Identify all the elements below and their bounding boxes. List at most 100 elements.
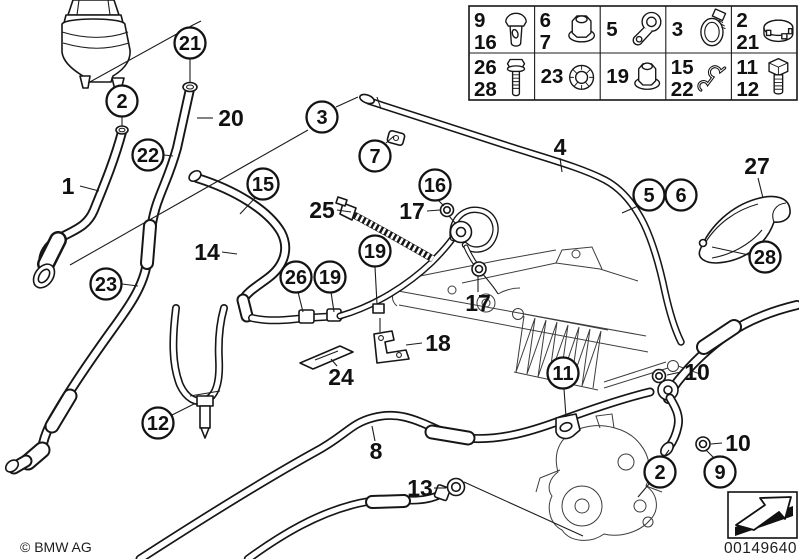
washer-16-17 — [439, 202, 487, 277]
leader-line — [559, 157, 563, 173]
pressure-line-to-banjo — [336, 206, 499, 320]
legend-number: 6 — [540, 9, 551, 32]
leader-line — [637, 483, 650, 498]
callout-3[interactable]: 3 — [305, 100, 339, 134]
direction-arrow-logo — [727, 491, 798, 539]
callout-number: 16 — [424, 175, 446, 197]
leader-line — [121, 283, 139, 287]
callout-circle — [141, 406, 175, 440]
label-4[interactable]: 4 — [554, 134, 567, 160]
label-14[interactable]: 14 — [194, 239, 220, 265]
callout-23[interactable]: 23 — [89, 267, 123, 301]
legend-cell-2-21: 221 — [736, 9, 794, 54]
callout-19[interactable]: 19 — [358, 234, 392, 268]
leader-line — [710, 442, 723, 445]
label-25[interactable]: 25 — [309, 197, 335, 223]
callout-2[interactable]: 2 — [643, 455, 677, 489]
callout-number: 2 — [654, 462, 665, 484]
label-17[interactable]: 17 — [399, 198, 425, 224]
legend-number: 28 — [474, 78, 497, 101]
leader-line — [79, 185, 100, 192]
leader-line — [405, 342, 423, 346]
callout-9[interactable]: 9 — [703, 455, 737, 489]
callout-number: 15 — [252, 174, 274, 196]
callout-number: 7 — [369, 146, 380, 168]
label-24[interactable]: 24 — [328, 364, 354, 390]
callout-21[interactable]: 21 — [173, 26, 207, 60]
legend-cell-5: 5 — [606, 11, 662, 46]
legend-number: 16 — [474, 31, 497, 54]
callout-number: 12 — [147, 413, 169, 435]
legend-number: 26 — [474, 56, 497, 79]
leader-line — [563, 388, 567, 418]
suction-line-13 — [243, 477, 466, 559]
legend-number: 7 — [540, 31, 551, 54]
return-hose-20-23 — [4, 81, 198, 475]
callout-number: 23 — [95, 274, 117, 296]
callout-16[interactable]: 16 — [418, 168, 452, 202]
callout-number: 19 — [319, 267, 341, 289]
label-27[interactable]: 27 — [744, 153, 770, 179]
intermediate-hose-14 — [188, 169, 344, 325]
callout-12[interactable]: 12 — [141, 406, 175, 440]
label-1[interactable]: 1 — [62, 173, 75, 199]
callout-7[interactable]: 7 — [358, 139, 392, 173]
callout-circle — [305, 100, 339, 134]
callout-15[interactable]: 15 — [246, 167, 280, 201]
callout-circle — [664, 178, 698, 212]
label-17[interactable]: 17 — [465, 290, 491, 316]
legend-number: 3 — [672, 18, 683, 41]
callout-11[interactable]: 11 — [546, 356, 580, 390]
callout-circle — [173, 26, 207, 60]
leader-line — [69, 129, 309, 266]
copyright-text: © BMW AG — [20, 539, 92, 555]
callout-number: 21 — [179, 33, 201, 55]
callout-circle — [358, 139, 392, 173]
leader-line — [666, 371, 682, 376]
cover-27 — [698, 195, 791, 264]
leader-line — [757, 177, 764, 199]
callout-circle — [748, 240, 782, 274]
legend-cell-6-7: 67 — [540, 9, 596, 54]
legend-number: 21 — [736, 31, 759, 54]
label-20[interactable]: 20 — [218, 105, 244, 131]
legend-number: 22 — [671, 78, 694, 101]
leader-line — [171, 403, 195, 416]
leader-line — [163, 154, 174, 157]
callout-circle — [418, 168, 452, 202]
clamp-ring-icon — [568, 64, 595, 90]
callout-number: 26 — [285, 267, 307, 289]
callout-2[interactable]: 2 — [105, 84, 139, 118]
fluid-reservoir — [61, 0, 131, 91]
pressure-hose-8 — [135, 387, 655, 559]
label-10[interactable]: 10 — [684, 359, 710, 385]
label-10[interactable]: 10 — [725, 430, 751, 456]
callout-19[interactable]: 19 — [313, 260, 347, 294]
leader-line — [297, 291, 304, 313]
callout-circle — [313, 260, 347, 294]
callout-28[interactable]: 28 — [748, 240, 782, 274]
callout-circle — [131, 138, 165, 172]
label-13[interactable]: 13 — [407, 475, 433, 501]
leader-line — [330, 291, 335, 313]
callout-22[interactable]: 22 — [131, 138, 165, 172]
callout-number: 5 — [643, 185, 654, 207]
legend-number: 23 — [541, 65, 564, 88]
label-18[interactable]: 18 — [425, 330, 451, 356]
callout-26[interactable]: 26 — [279, 260, 313, 294]
callout-number: 19 — [364, 241, 386, 263]
callout-circle — [546, 356, 580, 390]
leader-line — [663, 449, 670, 458]
legend-cell-19: 19 — [606, 62, 661, 90]
callout-5[interactable]: 5 — [632, 178, 666, 212]
leader-line — [374, 266, 378, 305]
callout-6[interactable]: 6 — [664, 178, 698, 212]
callout-circle — [703, 455, 737, 489]
label-8[interactable]: 8 — [370, 438, 383, 464]
callout-number: 6 — [675, 185, 686, 207]
bracket-18 — [372, 303, 410, 364]
flange-hex-nut-icon — [568, 15, 596, 43]
leader-line — [705, 449, 715, 459]
